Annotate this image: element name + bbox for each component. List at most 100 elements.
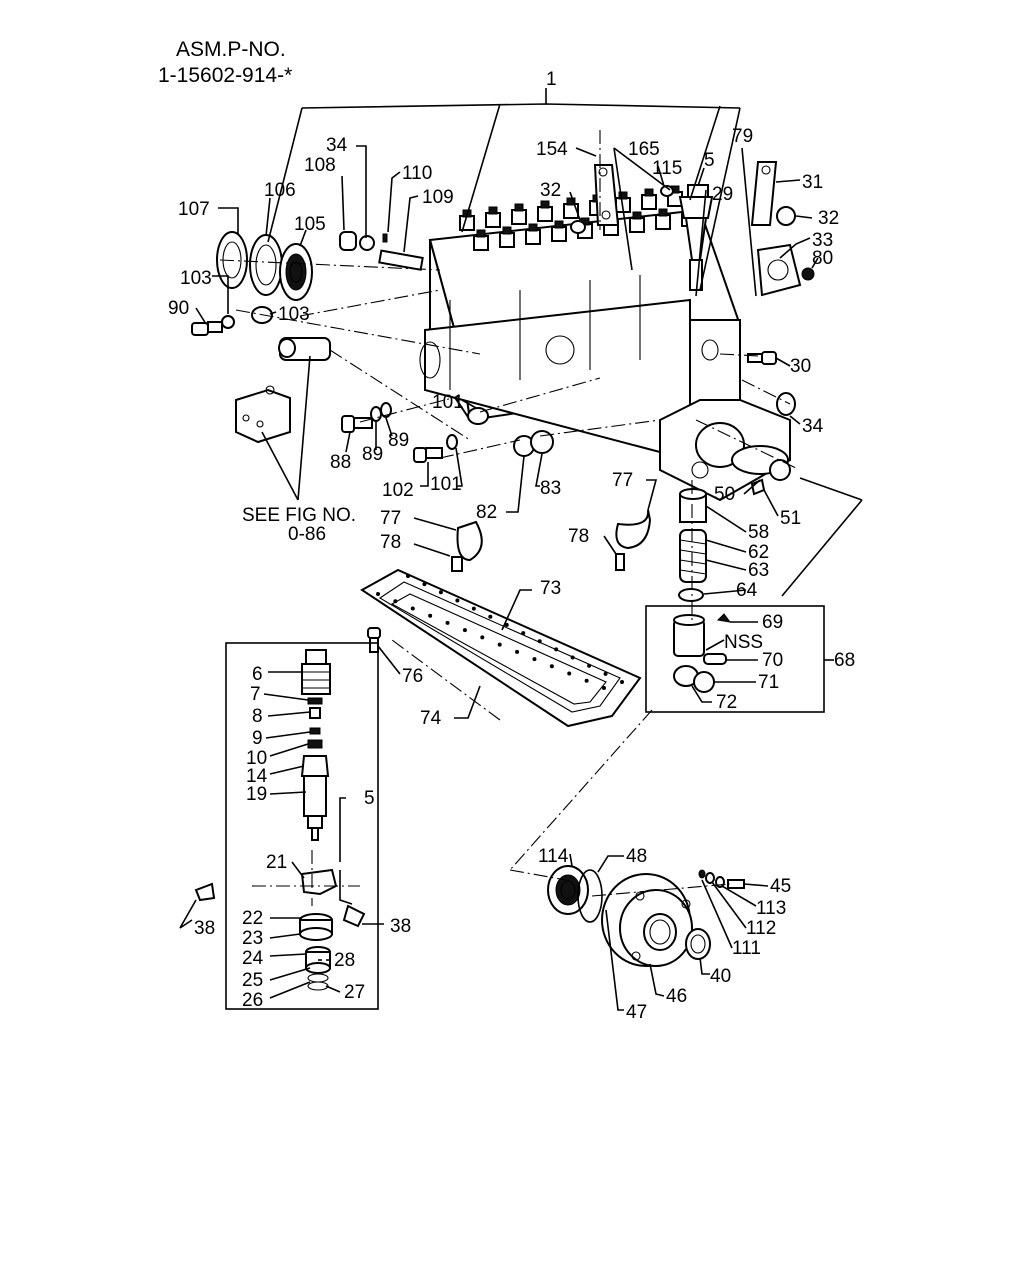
gasket-hole: [521, 631, 526, 636]
see-fig-line2: 0-86: [288, 524, 326, 545]
valve-holder: [629, 217, 645, 233]
callout-labels: 1 154 165 115 5 29 79 31 32 32 33 80 34 …: [168, 69, 855, 1023]
clamp-77-right: [615, 509, 652, 550]
bracket-31: [750, 161, 778, 226]
callout-102: 102: [382, 480, 414, 501]
callout-19: 19: [246, 784, 267, 805]
gasket-hole: [620, 680, 624, 684]
valve-holder: [655, 214, 671, 230]
valve-holder: [511, 209, 527, 225]
gasket-hole: [497, 642, 502, 647]
callout-112: 112: [746, 918, 776, 939]
valve-cap: [476, 229, 486, 238]
callout-83: 83: [540, 478, 561, 499]
callout-113: 113: [756, 898, 786, 919]
valve-cap: [540, 200, 550, 209]
gasket-hole: [462, 628, 467, 633]
bolt-78-right: [615, 553, 625, 571]
bolt-78-left: [451, 556, 463, 572]
center-lines: [219, 130, 863, 906]
gasket-hole: [567, 671, 572, 676]
callout-34-left: 34: [326, 135, 348, 156]
valve-holder: [537, 206, 553, 222]
gasket-hole: [488, 614, 493, 619]
gasket-hole: [537, 639, 542, 644]
connector-block: [235, 385, 291, 444]
gasket-hole: [554, 647, 559, 652]
nut-80: [801, 267, 815, 281]
callout-14: 14: [246, 766, 268, 787]
gasket-hole: [438, 590, 443, 595]
injection-pump-body: [419, 208, 791, 502]
see-fig-line1: SEE FIG NO.: [242, 505, 356, 526]
gasket-hole: [549, 664, 554, 669]
gasket-hole: [445, 620, 450, 625]
valve-cap: [632, 211, 642, 220]
callout-89a: 89: [362, 444, 383, 465]
callout-64: 64: [736, 580, 758, 601]
callout-21: 21: [266, 852, 287, 873]
callout-34-right: 34: [802, 416, 824, 437]
callout-77-right: 77: [612, 470, 633, 491]
washer-101: [446, 434, 458, 450]
fitting-101: [467, 407, 489, 425]
valve-cap: [644, 188, 654, 197]
part-109: [378, 249, 424, 271]
callout-31: 31: [802, 172, 823, 193]
callout-46: 46: [666, 986, 687, 1007]
valve-cap: [566, 197, 576, 206]
assembly-part-number: 1-15602-914-*: [158, 64, 292, 87]
gasket-hole: [532, 657, 537, 662]
valve-holder: [563, 203, 579, 219]
callout-114: 114: [538, 846, 569, 867]
gasket-hole: [428, 613, 433, 618]
valve-cap: [514, 203, 524, 212]
leader-lines: [179, 88, 834, 1011]
pin-110: [382, 233, 388, 243]
callout-80: 80: [812, 248, 833, 269]
callout-47: 47: [626, 1002, 647, 1023]
callout-69: 69: [762, 612, 783, 633]
nss-label: NSS: [724, 632, 763, 653]
valve-holder: [473, 235, 489, 251]
washer-89b: [380, 402, 392, 418]
gasket-hole: [471, 606, 476, 611]
callout-10: 10: [246, 748, 267, 769]
valve-cap: [618, 191, 628, 200]
valve-holder: [641, 194, 657, 210]
callout-50: 50: [714, 484, 735, 505]
callout-27: 27: [344, 982, 365, 1003]
callout-29: 29: [712, 184, 733, 205]
callout-70: 70: [762, 650, 783, 671]
assembly-title: ASM.P-NO.: [176, 38, 286, 61]
callout-68: 68: [834, 650, 855, 671]
washer-34-right: [776, 392, 796, 416]
callout-32-right: 32: [818, 208, 839, 229]
callout-38-left: 38: [194, 918, 215, 939]
gasket-hole: [422, 582, 427, 587]
callout-115: 115: [652, 158, 682, 179]
callout-105: 105: [294, 214, 326, 235]
gasket-hole: [587, 663, 592, 668]
callout-22: 22: [242, 908, 263, 929]
bracket-154: [593, 164, 620, 226]
callout-7: 7: [250, 684, 261, 705]
tappet-stack: [678, 488, 707, 602]
callout-23: 23: [242, 928, 263, 949]
callout-5-box: 5: [364, 788, 375, 809]
callout-103-upper: 103: [180, 268, 212, 289]
valve-cap: [554, 220, 564, 229]
valve-cap: [488, 206, 498, 215]
part-108: [339, 231, 357, 251]
nut-32-right: [776, 206, 796, 226]
callout-6: 6: [252, 664, 263, 685]
callout-109: 109: [422, 187, 454, 208]
nut-115: [660, 185, 674, 197]
clamp-77-left: [456, 520, 483, 562]
callout-26: 26: [242, 990, 263, 1011]
gasket-hole: [504, 622, 509, 627]
gasket-hole: [515, 649, 520, 654]
callout-88: 88: [330, 452, 351, 473]
callout-107: 107: [178, 199, 210, 220]
